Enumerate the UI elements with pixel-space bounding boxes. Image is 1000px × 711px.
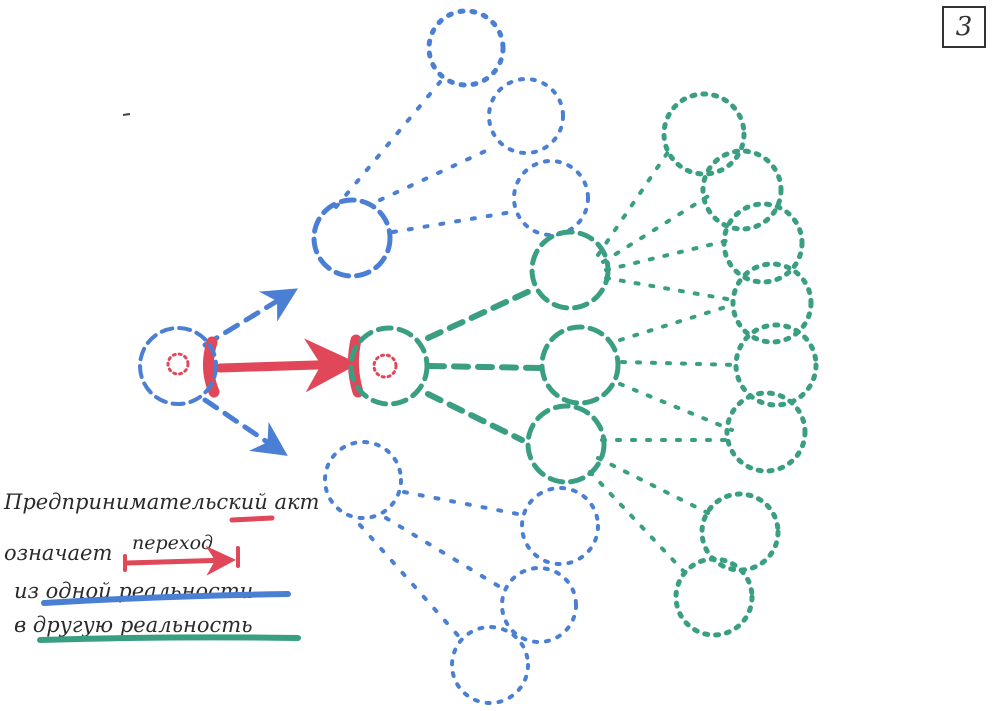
- arrow-origin-to-upper-hub: [202, 288, 298, 348]
- green-right-2: [700, 148, 784, 232]
- fan-link: [618, 303, 734, 342]
- caption-word-other: другую: [33, 613, 113, 637]
- transition-arrow: [215, 338, 359, 393]
- transition-mini-arrow: [123, 545, 240, 576]
- caption-line-1-text: Предпринимательский: [3, 490, 274, 514]
- green-right-1: [661, 91, 747, 177]
- link-target-to-green-upper: [425, 287, 535, 341]
- caption-word-reality-2: реальность: [120, 613, 253, 637]
- green-circles: [348, 91, 819, 638]
- red-centers: [166, 352, 398, 379]
- red-transition: [203, 334, 364, 398]
- link-upper-hub-to-top-3: [391, 210, 514, 234]
- caption-word-act: акт: [274, 490, 319, 514]
- bottom-circle-3: [450, 625, 530, 705]
- caption-line-1: Предпринимательский акт: [3, 490, 319, 514]
- fan-link: [604, 238, 732, 272]
- link-lower-hub-to-bottom-3: [358, 523, 464, 642]
- fan-link: [618, 382, 734, 432]
- target-circle: [348, 325, 430, 407]
- caption-line-2: означает: [4, 541, 112, 565]
- fan-link: [596, 150, 670, 257]
- caption: Предпринимательский акт означает переход…: [3, 490, 319, 643]
- green-fan-connections: [588, 150, 740, 580]
- caption-line-4-pre: в: [14, 613, 33, 637]
- underline-act: [229, 515, 275, 523]
- page-number-box: 3: [942, 6, 986, 48]
- underline-green: [37, 634, 301, 643]
- link-target-to-green-middle: [427, 363, 543, 371]
- link-upper-hub-to-top-1: [334, 80, 442, 209]
- blue-connections: [202, 80, 525, 642]
- caption-word-transition: переход: [132, 532, 213, 554]
- green-right-8: [673, 556, 755, 638]
- green-right-3: [721, 201, 805, 285]
- green-right-5: [733, 322, 819, 408]
- caption-line-4: в другую реальность: [14, 613, 253, 637]
- caption-line-2-text: означает: [4, 541, 112, 565]
- fan-link: [596, 456, 714, 517]
- fan-link: [588, 470, 692, 580]
- green-connections: [425, 287, 543, 443]
- bottom-circle-2: [500, 566, 578, 644]
- green-hub-middle: [539, 324, 621, 406]
- link-lower-hub-to-bottom-2: [384, 516, 507, 592]
- link-upper-hub-to-top-2: [378, 146, 494, 202]
- link-target-to-green-lower: [425, 391, 525, 443]
- underline-blue: [41, 591, 291, 606]
- fan-link: [620, 360, 740, 367]
- top-circle-3: [512, 159, 590, 237]
- upper-hub-circle: [311, 197, 393, 279]
- fan-link: [601, 193, 712, 264]
- green-right-6: [724, 390, 808, 474]
- origin-center-mark: [166, 352, 190, 376]
- caption-line-3-pre: из: [14, 579, 46, 603]
- target-center-mark: [372, 353, 398, 379]
- fan-link: [604, 276, 735, 302]
- caption-space: [113, 613, 120, 637]
- bottom-circle-1: [520, 486, 600, 566]
- origin-circle: [138, 326, 218, 406]
- top-circle-1: [426, 8, 506, 88]
- arrow-origin-to-lower-hub: [202, 397, 288, 456]
- page-number: 3: [955, 12, 973, 42]
- lower-hub-circle: [323, 440, 403, 520]
- pen-mark: [122, 113, 131, 116]
- green-right-4: [730, 261, 814, 345]
- green-hub-lower: [525, 403, 607, 485]
- link-lower-hub-to-bottom-1: [402, 490, 525, 517]
- green-hub-upper: [529, 229, 611, 311]
- top-circle-2: [487, 77, 565, 155]
